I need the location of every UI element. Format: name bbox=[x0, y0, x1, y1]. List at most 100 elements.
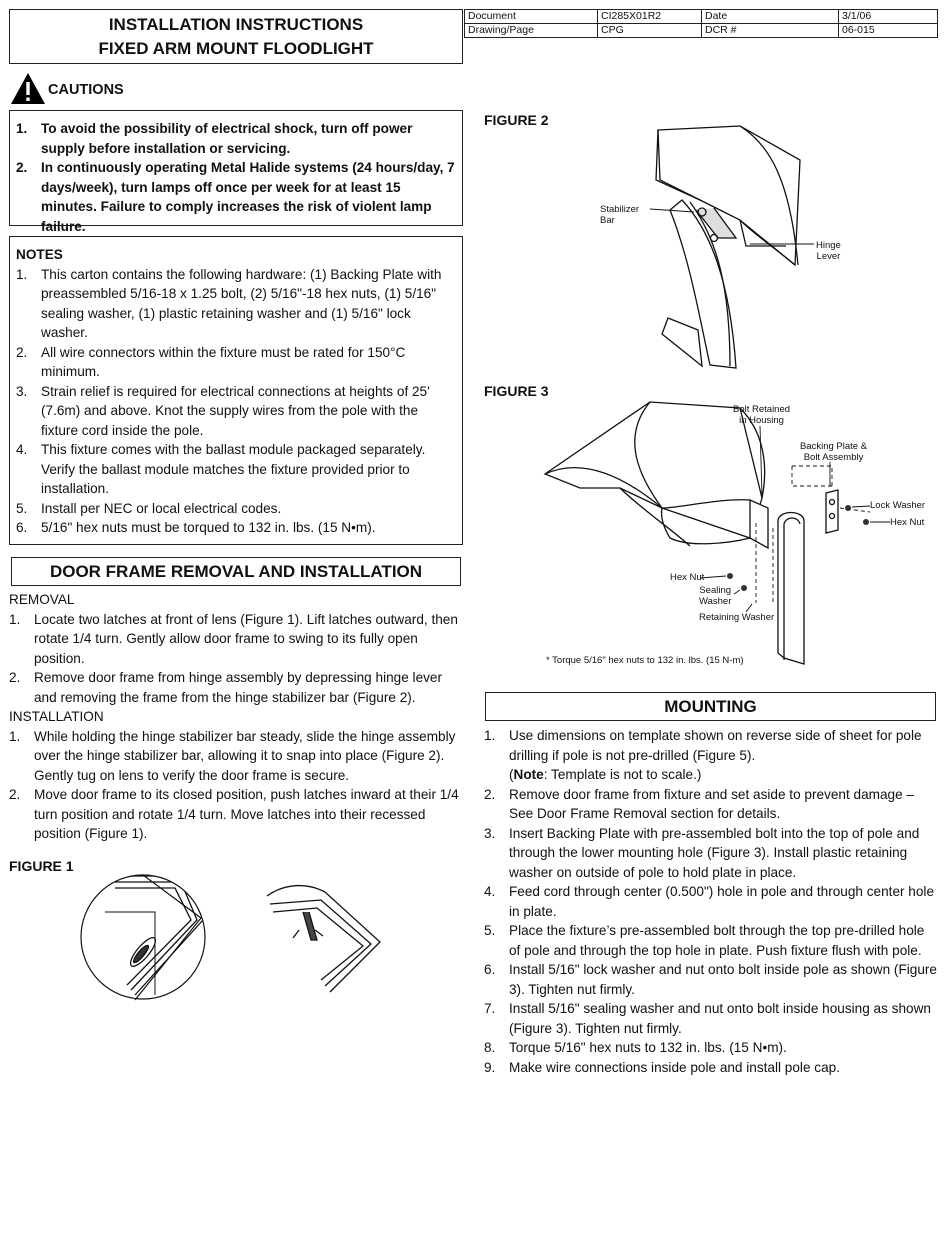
removal-step: 1. Locate two latches at front of lens (F… bbox=[9, 610, 467, 669]
step-note-open: ( bbox=[509, 767, 514, 782]
removal-subheading: REMOVAL bbox=[9, 592, 75, 607]
date-value: 3/1/06 bbox=[838, 9, 938, 24]
title-line-2: FIXED ARM MOUNT FLOODLIGHT bbox=[98, 39, 374, 58]
note-number: 6. bbox=[16, 520, 28, 535]
figure-2-hinge-illustration bbox=[649, 125, 814, 369]
step-text: Insert Backing Plate with pre-assembled … bbox=[509, 825, 920, 880]
mounting-section-body: 1. Use dimensions on template shown on r… bbox=[484, 726, 939, 1077]
drawing-value: CPG bbox=[597, 23, 702, 38]
cautions-heading-text: CAUTIONS bbox=[48, 82, 124, 98]
mounting-step: 3. Insert Backing Plate with pre-assemble… bbox=[484, 824, 939, 883]
step-number: 7. bbox=[484, 1001, 496, 1016]
figure-1-latch-illustration bbox=[80, 874, 381, 1001]
step-number: 1. bbox=[484, 728, 496, 743]
step-text: While holding the hinge stabilizer bar s… bbox=[34, 728, 456, 783]
step-text: Feed cord through center (0.500") hole i… bbox=[509, 884, 935, 919]
figure-2-stabilizer-callout: Stabilizer Bar bbox=[600, 204, 639, 226]
mounting-step: 1. Use dimensions on template shown on r… bbox=[484, 726, 939, 785]
note-number: 2. bbox=[16, 344, 28, 360]
figure-3-backing-plate-callout: Backing Plate & Bolt Assembly bbox=[800, 441, 867, 463]
note-text: 5/16" hex nuts must be torqued to 132 in… bbox=[41, 520, 376, 535]
callout-text: Backing Plate & bbox=[800, 441, 868, 452]
document-title-box: INSTALLATION INSTRUCTIONS FIXED ARM MOUN… bbox=[9, 9, 463, 64]
mounting-step: 5.Place the fixture’s pre-assembled bolt… bbox=[484, 921, 939, 960]
step-number: 1. bbox=[9, 728, 21, 744]
figure-3-hex-nut-right-callout: Hex Nut bbox=[890, 517, 925, 528]
note-item: 2. All wire connectors within the fixture… bbox=[16, 343, 456, 382]
notes-heading: NOTES bbox=[16, 247, 63, 262]
step-number: 3. bbox=[484, 825, 496, 841]
caution-number: 1. bbox=[16, 121, 28, 136]
step-number: 2. bbox=[9, 787, 21, 802]
mounting-step: 7. Install 5/16" sealing washer and nut o… bbox=[484, 999, 939, 1038]
figure-3-hex-nut-left-callout: Hex Nut bbox=[670, 572, 705, 583]
caution-text: To avoid the possibility of electrical s… bbox=[41, 121, 413, 156]
note-number: 5. bbox=[16, 500, 28, 516]
dcr-label: DCR # bbox=[701, 23, 839, 38]
callout-text: in Housing bbox=[739, 415, 784, 426]
callout-text: Lever bbox=[816, 251, 841, 262]
door-frame-section-body: REMOVAL 1. Locate two latches at front of… bbox=[9, 590, 467, 844]
note-item: 6. 5/16" hex nuts must be torqued to 132 … bbox=[16, 518, 456, 538]
caution-item: 2. In continuously operating Metal Halid… bbox=[16, 158, 456, 236]
step-text: Move door frame to its closed position, … bbox=[34, 787, 459, 841]
caution-text: In continuously operating Metal Halide s… bbox=[41, 160, 455, 234]
step-number: 4. bbox=[484, 884, 496, 899]
mounting-step: 9. Make wire connections inside pole and … bbox=[484, 1058, 939, 1078]
note-item: 3.Strain relief is required for electric… bbox=[16, 382, 456, 441]
step-text: Remove door frame from fixture and set a… bbox=[509, 786, 914, 822]
title-line-1: INSTALLATION INSTRUCTIONS bbox=[108, 15, 364, 34]
cautions-box: 1. To avoid the possibility of electrica… bbox=[9, 110, 463, 234]
step-text: Torque 5/16" hex nuts to 132 in. lbs. (1… bbox=[509, 1040, 787, 1055]
note-text: This carton contains the following hardw… bbox=[41, 266, 442, 341]
step-note-rest: : Template is not to scale.) bbox=[543, 767, 702, 782]
figure-2-label: FIGURE 2 bbox=[484, 112, 549, 128]
note-number: 3. bbox=[16, 383, 28, 399]
installation-step: 2. Move door frame to its closed position… bbox=[9, 785, 467, 844]
callout-text: Washer bbox=[699, 596, 732, 607]
figure-3-lock-washer-callout: Lock Washer bbox=[870, 500, 926, 511]
step-text: Install 5/16" sealing washer and nut ont… bbox=[509, 1001, 931, 1036]
step-text: Locate two latches at front of lens (Fig… bbox=[34, 611, 458, 666]
removal-step: 2. Remove door frame from hinge assembly … bbox=[9, 668, 467, 707]
note-text: This fixture comes with the ballast modu… bbox=[41, 442, 426, 496]
callout-text: Stabilizer bbox=[600, 204, 640, 215]
mounting-step: 6.Install 5/16" lock washer and nut onto… bbox=[484, 960, 939, 999]
dcr-value: 06-015 bbox=[838, 23, 938, 38]
door-frame-section-heading: DOOR FRAME REMOVAL AND INSTALLATION bbox=[11, 557, 461, 586]
document-value: CI285X01R2 bbox=[597, 9, 702, 24]
step-text: Make wire connections inside pole and in… bbox=[509, 1059, 840, 1075]
caution-number: 2. bbox=[16, 160, 28, 175]
callout-text: Hinge bbox=[816, 240, 841, 251]
step-text: Use dimensions on template shown on reve… bbox=[509, 728, 922, 763]
step-text: Remove door frame from hinge assembly by… bbox=[34, 670, 443, 705]
note-item: 1. This carton contains the following har… bbox=[16, 265, 456, 343]
note-item: 4.This fixture comes with the ballast mo… bbox=[16, 440, 456, 499]
step-number: 2. bbox=[484, 786, 496, 802]
note-text: All wire connectors within the fixture m… bbox=[41, 344, 406, 380]
note-text: Install per NEC or local electrical code… bbox=[41, 500, 282, 516]
figure-3-label: FIGURE 3 bbox=[484, 383, 549, 399]
step-number: 1. bbox=[9, 611, 21, 627]
callout-text: Sealing bbox=[699, 585, 732, 596]
cautions-heading: CAUTIONS bbox=[10, 72, 124, 106]
mounting-step: 4. Feed cord through center (0.500") hole… bbox=[484, 882, 939, 921]
figure-3-torque-note: * Torque 5/16" hex nuts to 132 in. lbs. … bbox=[546, 655, 744, 666]
step-number: 9. bbox=[484, 1059, 496, 1075]
mounting-section-heading: MOUNTING bbox=[485, 692, 936, 721]
callout-text: Bar bbox=[600, 215, 615, 226]
step-text: Install 5/16" lock washer and nut onto b… bbox=[509, 962, 937, 997]
installation-subheading: INSTALLATION bbox=[9, 709, 104, 724]
note-number: 1. bbox=[16, 266, 28, 282]
mounting-step: 2. Remove door frame from fixture and set… bbox=[484, 785, 939, 824]
figure-3-sealing-washer-callout: Sealing Washer bbox=[699, 585, 731, 607]
note-item: 5. Install per NEC or local electrical co… bbox=[16, 499, 456, 519]
document-label: Document bbox=[464, 9, 598, 24]
warning-icon bbox=[11, 73, 45, 104]
callout-text: Bolt Retained bbox=[733, 404, 791, 415]
step-text: Place the fixture’s pre-assembled bolt t… bbox=[509, 923, 925, 958]
step-note-bold: Note bbox=[513, 767, 544, 782]
notes-box: NOTES 1. This carton contains the followi… bbox=[9, 236, 463, 545]
figure-3-bolt-retained-callout: Bolt Retained in Housing bbox=[733, 404, 790, 426]
step-number: 2. bbox=[9, 670, 21, 685]
